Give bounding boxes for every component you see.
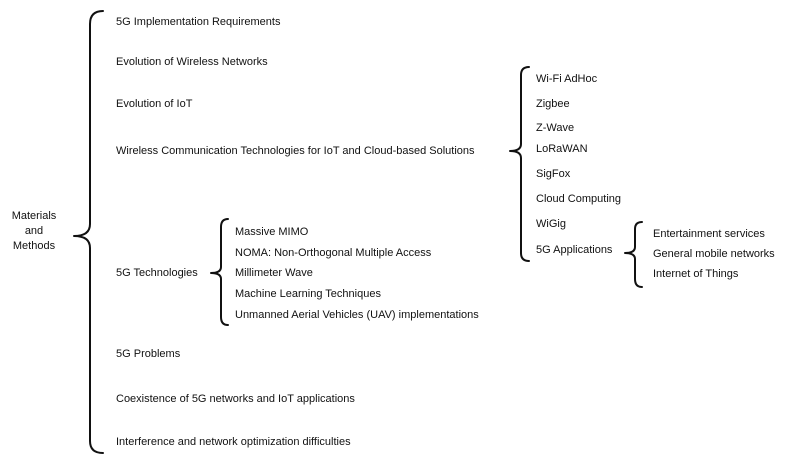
node-millimeter-wave: Millimeter Wave [235, 267, 313, 279]
root-node-materials-and-methods: Materials and Methods [2, 209, 66, 254]
node-z-wave: Z-Wave [536, 122, 575, 134]
wireless-bracket [509, 66, 530, 262]
node-evolution-wireless-networks: Evolution of Wireless Networks [116, 56, 268, 68]
node-wifi-adhoc: Wi-Fi AdHoc [536, 73, 598, 85]
root-line: Methods [12, 240, 56, 252]
technologies-bracket [210, 218, 229, 326]
node-coexistence-5g-iot: Coexistence of 5G networks and IoT appli… [116, 393, 355, 405]
node-noma: NOMA: Non-Orthogonal Multiple Access [235, 247, 432, 259]
node-lorawan: LoRaWAN [536, 143, 588, 155]
node-wigig: WiGig [536, 218, 566, 230]
applications-bracket [624, 221, 643, 288]
node-entertainment-services: Entertainment services [653, 228, 765, 240]
node-sigfox: SigFox [536, 168, 571, 180]
node-interference-optimization: Interference and network optimization di… [116, 436, 351, 448]
node-internet-of-things: Internet of Things [653, 268, 739, 280]
node-5g-technologies: 5G Technologies [116, 267, 198, 279]
node-uav-implementations: Unmanned Aerial Vehicles (UAV) implement… [235, 309, 479, 321]
node-5g-problems: 5G Problems [116, 348, 181, 360]
node-evolution-iot: Evolution of IoT [116, 98, 193, 110]
node-5g-applications: 5G Applications [536, 244, 613, 256]
node-massive-mimo: Massive MIMO [235, 226, 309, 238]
node-zigbee: Zigbee [536, 98, 570, 110]
node-general-mobile-networks: General mobile networks [653, 248, 775, 260]
node-5g-implementation-requirements: 5G Implementation Requirements [116, 16, 281, 28]
root-line: and [24, 225, 44, 237]
node-machine-learning-techniques: Machine Learning Techniques [235, 288, 381, 300]
root-line: Materials [11, 210, 57, 222]
node-cloud-computing: Cloud Computing [536, 193, 621, 205]
node-wireless-communication-technologies: Wireless Communication Technologies for … [116, 145, 475, 157]
root-bracket [73, 10, 104, 454]
